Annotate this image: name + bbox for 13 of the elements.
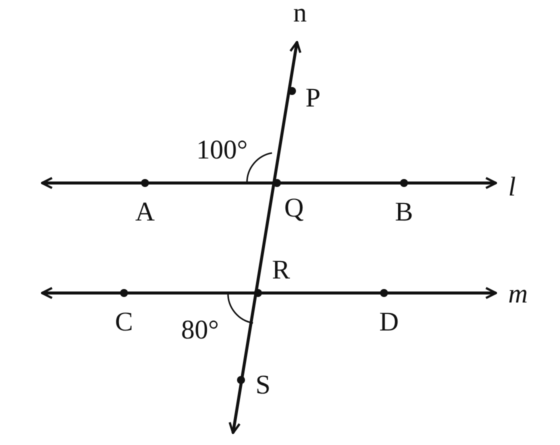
point-label: S — [255, 372, 271, 398]
angle-label: 80° — [181, 316, 219, 344]
line-label: n — [293, 0, 307, 26]
point-label: C — [115, 308, 133, 336]
line-label: l — [508, 174, 516, 200]
point-label: P — [305, 84, 321, 112]
point-label: Q — [284, 194, 304, 222]
point-label: R — [272, 256, 290, 284]
point-label: D — [379, 308, 399, 336]
line-label: m — [508, 280, 528, 308]
point-label: B — [395, 198, 413, 226]
angle-label: 100° — [196, 136, 248, 164]
point-label: A — [135, 198, 155, 226]
